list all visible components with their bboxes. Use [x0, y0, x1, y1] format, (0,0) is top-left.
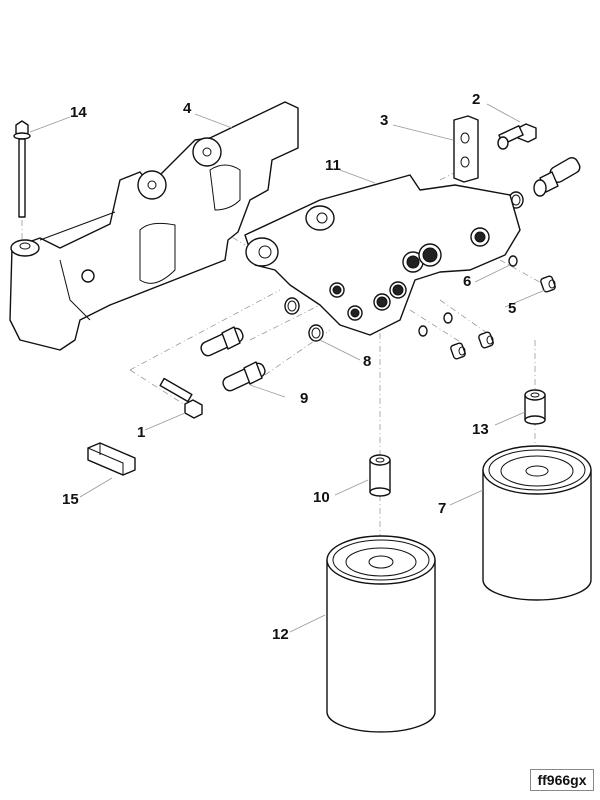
- callout-2: 2: [472, 91, 481, 108]
- part-2-bolt: [497, 123, 537, 150]
- callout-10: 10: [313, 489, 330, 506]
- callout-4: 4: [183, 100, 192, 117]
- part-10-nipple: [369, 454, 391, 497]
- part-3-plate: [453, 115, 479, 183]
- part-14-long-bolt: [13, 120, 31, 218]
- callout-14: 14: [70, 104, 87, 121]
- callout-11: 11: [325, 157, 341, 174]
- callout-12: 12: [272, 626, 289, 643]
- part-11-filter-head: [244, 174, 521, 336]
- callout-5: 5: [508, 300, 517, 317]
- part-13-nipple: [524, 389, 546, 425]
- callout-3: 3: [380, 112, 389, 129]
- callout-8: 8: [363, 353, 372, 370]
- callout-9: 9: [300, 390, 309, 407]
- callout-15: 15: [62, 491, 79, 508]
- callout-6: 6: [463, 273, 472, 290]
- part-7-filter-short: [482, 445, 592, 601]
- part-15-connector: [87, 442, 136, 476]
- part-fitting-top-right: [508, 157, 581, 209]
- part-9-fittings: [200, 326, 266, 392]
- callout-1: 1: [137, 424, 146, 441]
- callout-leader-lines: [29, 103, 546, 633]
- figure-code-label: ff966gx: [530, 769, 594, 791]
- part-12-filter-long: [326, 535, 436, 733]
- washers-and-orings: [284, 255, 518, 342]
- callout-7: 7: [438, 500, 447, 517]
- part-1-bolt: [159, 377, 203, 419]
- part-4-mounting-bracket: [9, 101, 299, 351]
- callout-13: 13: [472, 421, 489, 438]
- part-5-plugs: [450, 275, 556, 360]
